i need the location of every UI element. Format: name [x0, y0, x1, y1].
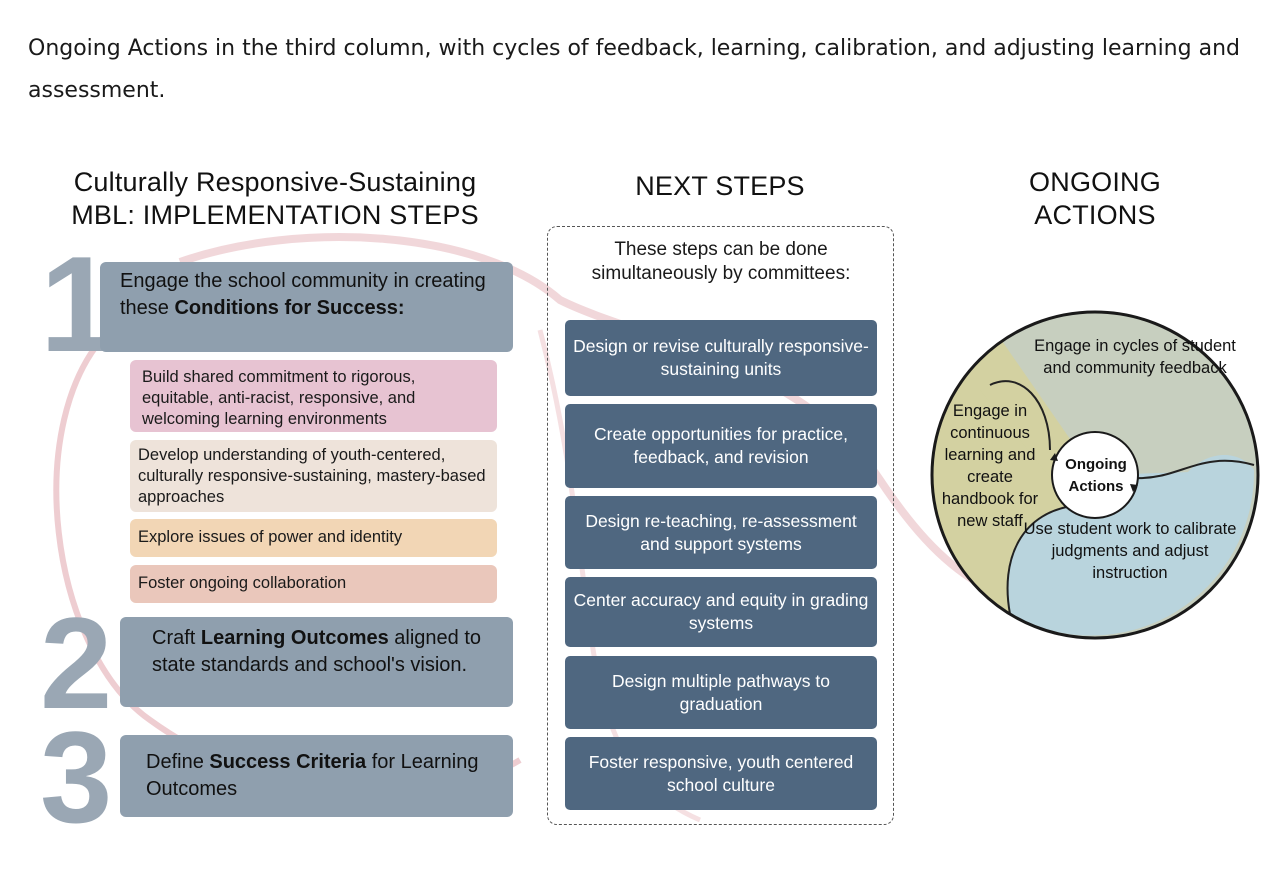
next-step-box: Design re-teaching, re-assessment and su…	[565, 496, 877, 569]
intro-text: Ongoing Actions in the third column, wit…	[28, 36, 1240, 103]
center-label-line: Ongoing	[1065, 456, 1127, 473]
heading-line: ONGOING	[1029, 167, 1161, 197]
next-step-box: Design multiple pathways to graduation	[565, 656, 877, 729]
ongoing-actions-cycle	[930, 310, 1260, 640]
step-text: aligned to state standards and school's …	[152, 627, 482, 676]
next-steps-intro: These steps can be done simultaneously b…	[591, 239, 851, 284]
step-text: for Learning Outcomes	[146, 751, 479, 800]
condition-item: Build shared commitment to rigorous, equ…	[130, 360, 497, 432]
segment-feedback-label: Engage in cycles of student and communit…	[1034, 337, 1236, 377]
step-text: Craft	[152, 627, 201, 649]
step-text: Define	[146, 751, 210, 773]
next-steps-heading: NEXT STEPS	[635, 171, 805, 201]
segment-learning-label: Engage in continuous learning and create…	[941, 402, 1039, 530]
center-label-line: Actions	[1068, 478, 1124, 495]
heading-line: ACTIONS	[1034, 200, 1156, 230]
condition-item: Explore issues of power and identity	[130, 519, 497, 557]
heading-line: MBL: IMPLEMENTATION STEPS	[71, 200, 479, 230]
step-bold-text: Success Criteria	[209, 751, 367, 773]
step-2-box: Craft Learning Outcomes aligned to state…	[120, 617, 513, 707]
step-number-3: 3	[40, 704, 113, 850]
next-steps-container	[547, 226, 894, 825]
ongoing-actions-heading: ONGOING ACTIONS	[960, 166, 1230, 232]
cycle-arrow-icon	[1130, 484, 1138, 492]
step-number-2: 2	[40, 590, 113, 736]
center-label: Ongoing Actions	[1058, 454, 1134, 498]
next-step-box: Center accuracy and equity in grading sy…	[565, 577, 877, 647]
step-1-box: Engage the school community in creating …	[100, 262, 513, 352]
condition-item: Foster ongoing collaboration	[130, 565, 497, 603]
step-3-box: Define Success Criteria for Learning Out…	[120, 735, 513, 817]
segment-learning	[931, 341, 1095, 614]
step-bold-text: Learning Outcomes	[200, 627, 389, 649]
condition-item: Develop understanding of youth-centered,…	[130, 440, 497, 512]
step-bold-text: Conditions for Success:	[174, 297, 405, 319]
next-step-box: Design or revise culturally responsive-s…	[565, 320, 877, 396]
implementation-steps-heading: Culturally Responsive-Sustaining MBL: IM…	[20, 166, 530, 232]
heading-line: Culturally Responsive-Sustaining	[73, 167, 477, 197]
step-text: Engage the school community in creating …	[120, 270, 486, 319]
segment-calibrate-label: Use student work to calibrate judgments …	[1023, 520, 1237, 582]
next-step-box: Foster responsive, youth centered school…	[565, 737, 877, 810]
segment-calibrate	[1010, 470, 1255, 636]
cycle-arrow-icon	[1050, 453, 1058, 461]
center-circle	[1051, 431, 1139, 519]
next-step-box: Create opportunities for practice, feedb…	[565, 404, 877, 488]
